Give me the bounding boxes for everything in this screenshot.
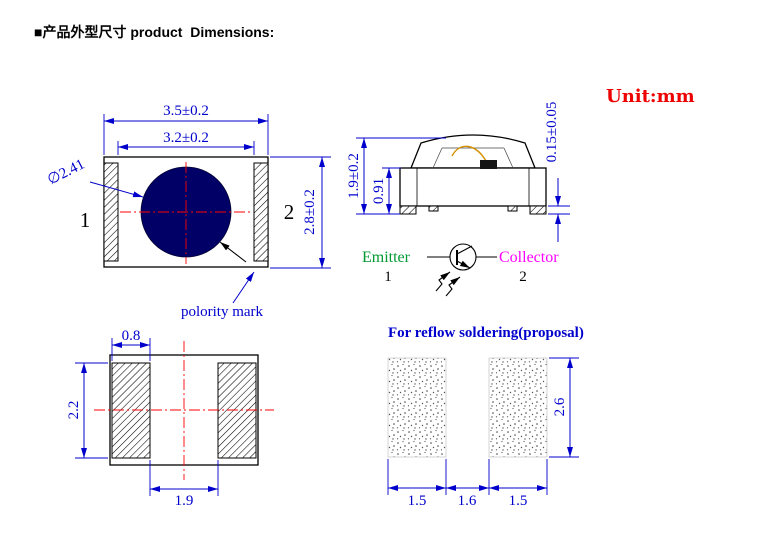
page-title-en: product Dimensions: <box>126 24 275 40</box>
side-body <box>399 167 547 207</box>
unit-label: Unit:mm <box>606 86 695 107</box>
dim-0-91-label: 0.91 <box>371 178 387 204</box>
dim-2-2-label: 2.2 <box>66 401 82 420</box>
footprint-pad-left <box>111 362 151 459</box>
lens-leader-line <box>89 181 144 198</box>
dim-3-5-label: 3.5±0.2 <box>163 103 209 119</box>
dim-1-9-gap-label: 1.9 <box>175 493 194 509</box>
reflow-dim-gap-label: 1.6 <box>458 493 477 509</box>
pin-2-label: 2 <box>284 200 295 224</box>
reflow-dim-right-label: 1.5 <box>509 493 528 509</box>
dim-1-9-label: 1.9±0.2 <box>346 153 362 199</box>
collector-label: Collector <box>499 249 559 266</box>
reflow-dim-height-label: 2.6 <box>552 397 568 416</box>
foot-left <box>399 205 417 215</box>
bottom-view: 0.8 2.2 1.9 <box>66 328 274 509</box>
bond-wire <box>451 145 487 162</box>
polarity-mark-label: polority mark <box>181 304 264 320</box>
foot-right <box>529 205 547 215</box>
collector-diagonal <box>456 245 473 255</box>
light-arrow <box>445 276 461 297</box>
page-title: ■产品外型尺寸 product Dimensions: <box>34 22 274 42</box>
top-view: 3.5±0.2 3.2±0.2 1 2 2.8±0.2 ∅2.41 polori… <box>45 103 331 320</box>
lens-diameter-label: ∅2.41 <box>45 156 87 188</box>
chamfer-arrow <box>219 241 247 263</box>
reflector-cup-line <box>503 147 514 169</box>
transistor-circle <box>449 243 477 271</box>
schematic: Emitter 1 Collector 2 <box>362 243 559 297</box>
dim-0-15-label: 0.15±0.05 <box>544 102 560 163</box>
footprint-pad-right <box>217 362 257 459</box>
light-arrow <box>435 271 451 292</box>
reflow-title: For reflow soldering(proposal) <box>388 325 584 341</box>
reflow-dim-left-label: 1.5 <box>408 493 427 509</box>
reflector-cup-line <box>432 147 443 169</box>
right-terminal-pad <box>253 162 269 262</box>
emitter-diagonal <box>456 260 471 269</box>
emitter-pin-label: 1 <box>384 269 392 285</box>
dim-2-8-label: 2.8±0.2 <box>302 189 318 235</box>
dim-3-2-label: 3.2±0.2 <box>163 130 209 146</box>
left-terminal-pad <box>103 162 119 262</box>
led-chip <box>480 160 497 169</box>
side-view: 1.9±0.2 0.91 0.15±0.05 <box>346 102 570 242</box>
solder-pad-left <box>387 357 447 458</box>
polarity-leader-line <box>232 271 255 304</box>
reflow-layout: For reflow soldering(proposal) 2.6 1.5 1… <box>387 325 584 509</box>
foot-inner-right <box>507 205 518 212</box>
lens-dome <box>410 134 536 169</box>
emitter-label: Emitter <box>362 249 411 266</box>
foot-inner-left <box>428 205 439 212</box>
solder-pad-right <box>488 357 548 458</box>
pin-1-label: 1 <box>80 208 91 232</box>
collector-pin-label: 2 <box>519 269 527 285</box>
page-title-cn: ■产品外型尺寸 <box>34 24 127 40</box>
dim-0-8-label: 0.8 <box>122 328 141 344</box>
